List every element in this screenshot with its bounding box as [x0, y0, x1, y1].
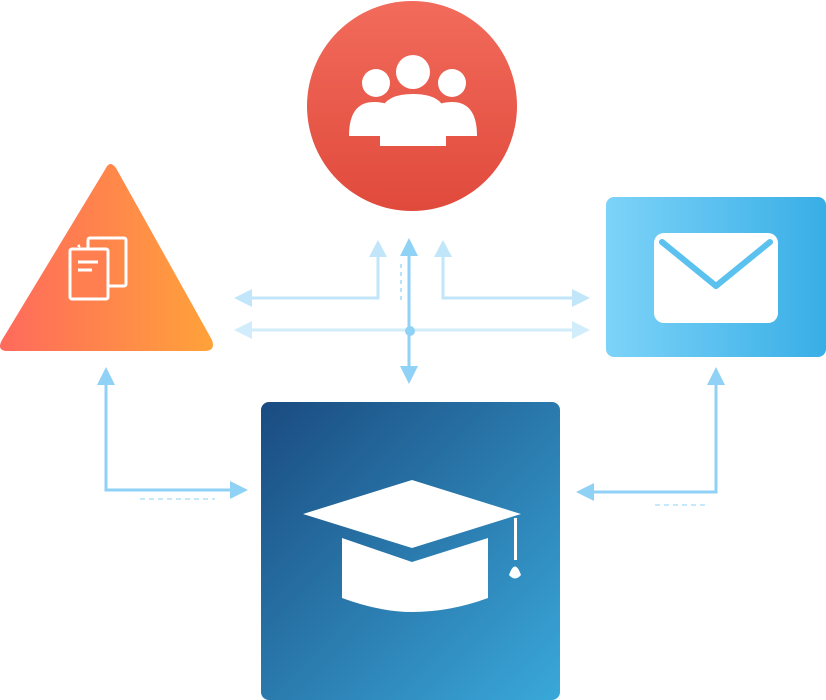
- connector-email-education: [576, 367, 725, 506]
- connectors: [97, 238, 725, 506]
- documents-node: [0, 164, 213, 351]
- users-node: [307, 1, 517, 211]
- connector-users-email: [434, 240, 590, 307]
- users-group-icon: [349, 55, 477, 146]
- envelope-icon: [654, 233, 778, 323]
- connector-education-users: [400, 238, 418, 384]
- email-node: [606, 197, 826, 357]
- documents-icon: [68, 236, 128, 301]
- connector-documents-education: [97, 367, 248, 500]
- graduation-cap-icon: [303, 480, 521, 612]
- education-node: [261, 402, 560, 700]
- connector-users-documents: [234, 240, 387, 307]
- connector-documents-email: [234, 321, 590, 339]
